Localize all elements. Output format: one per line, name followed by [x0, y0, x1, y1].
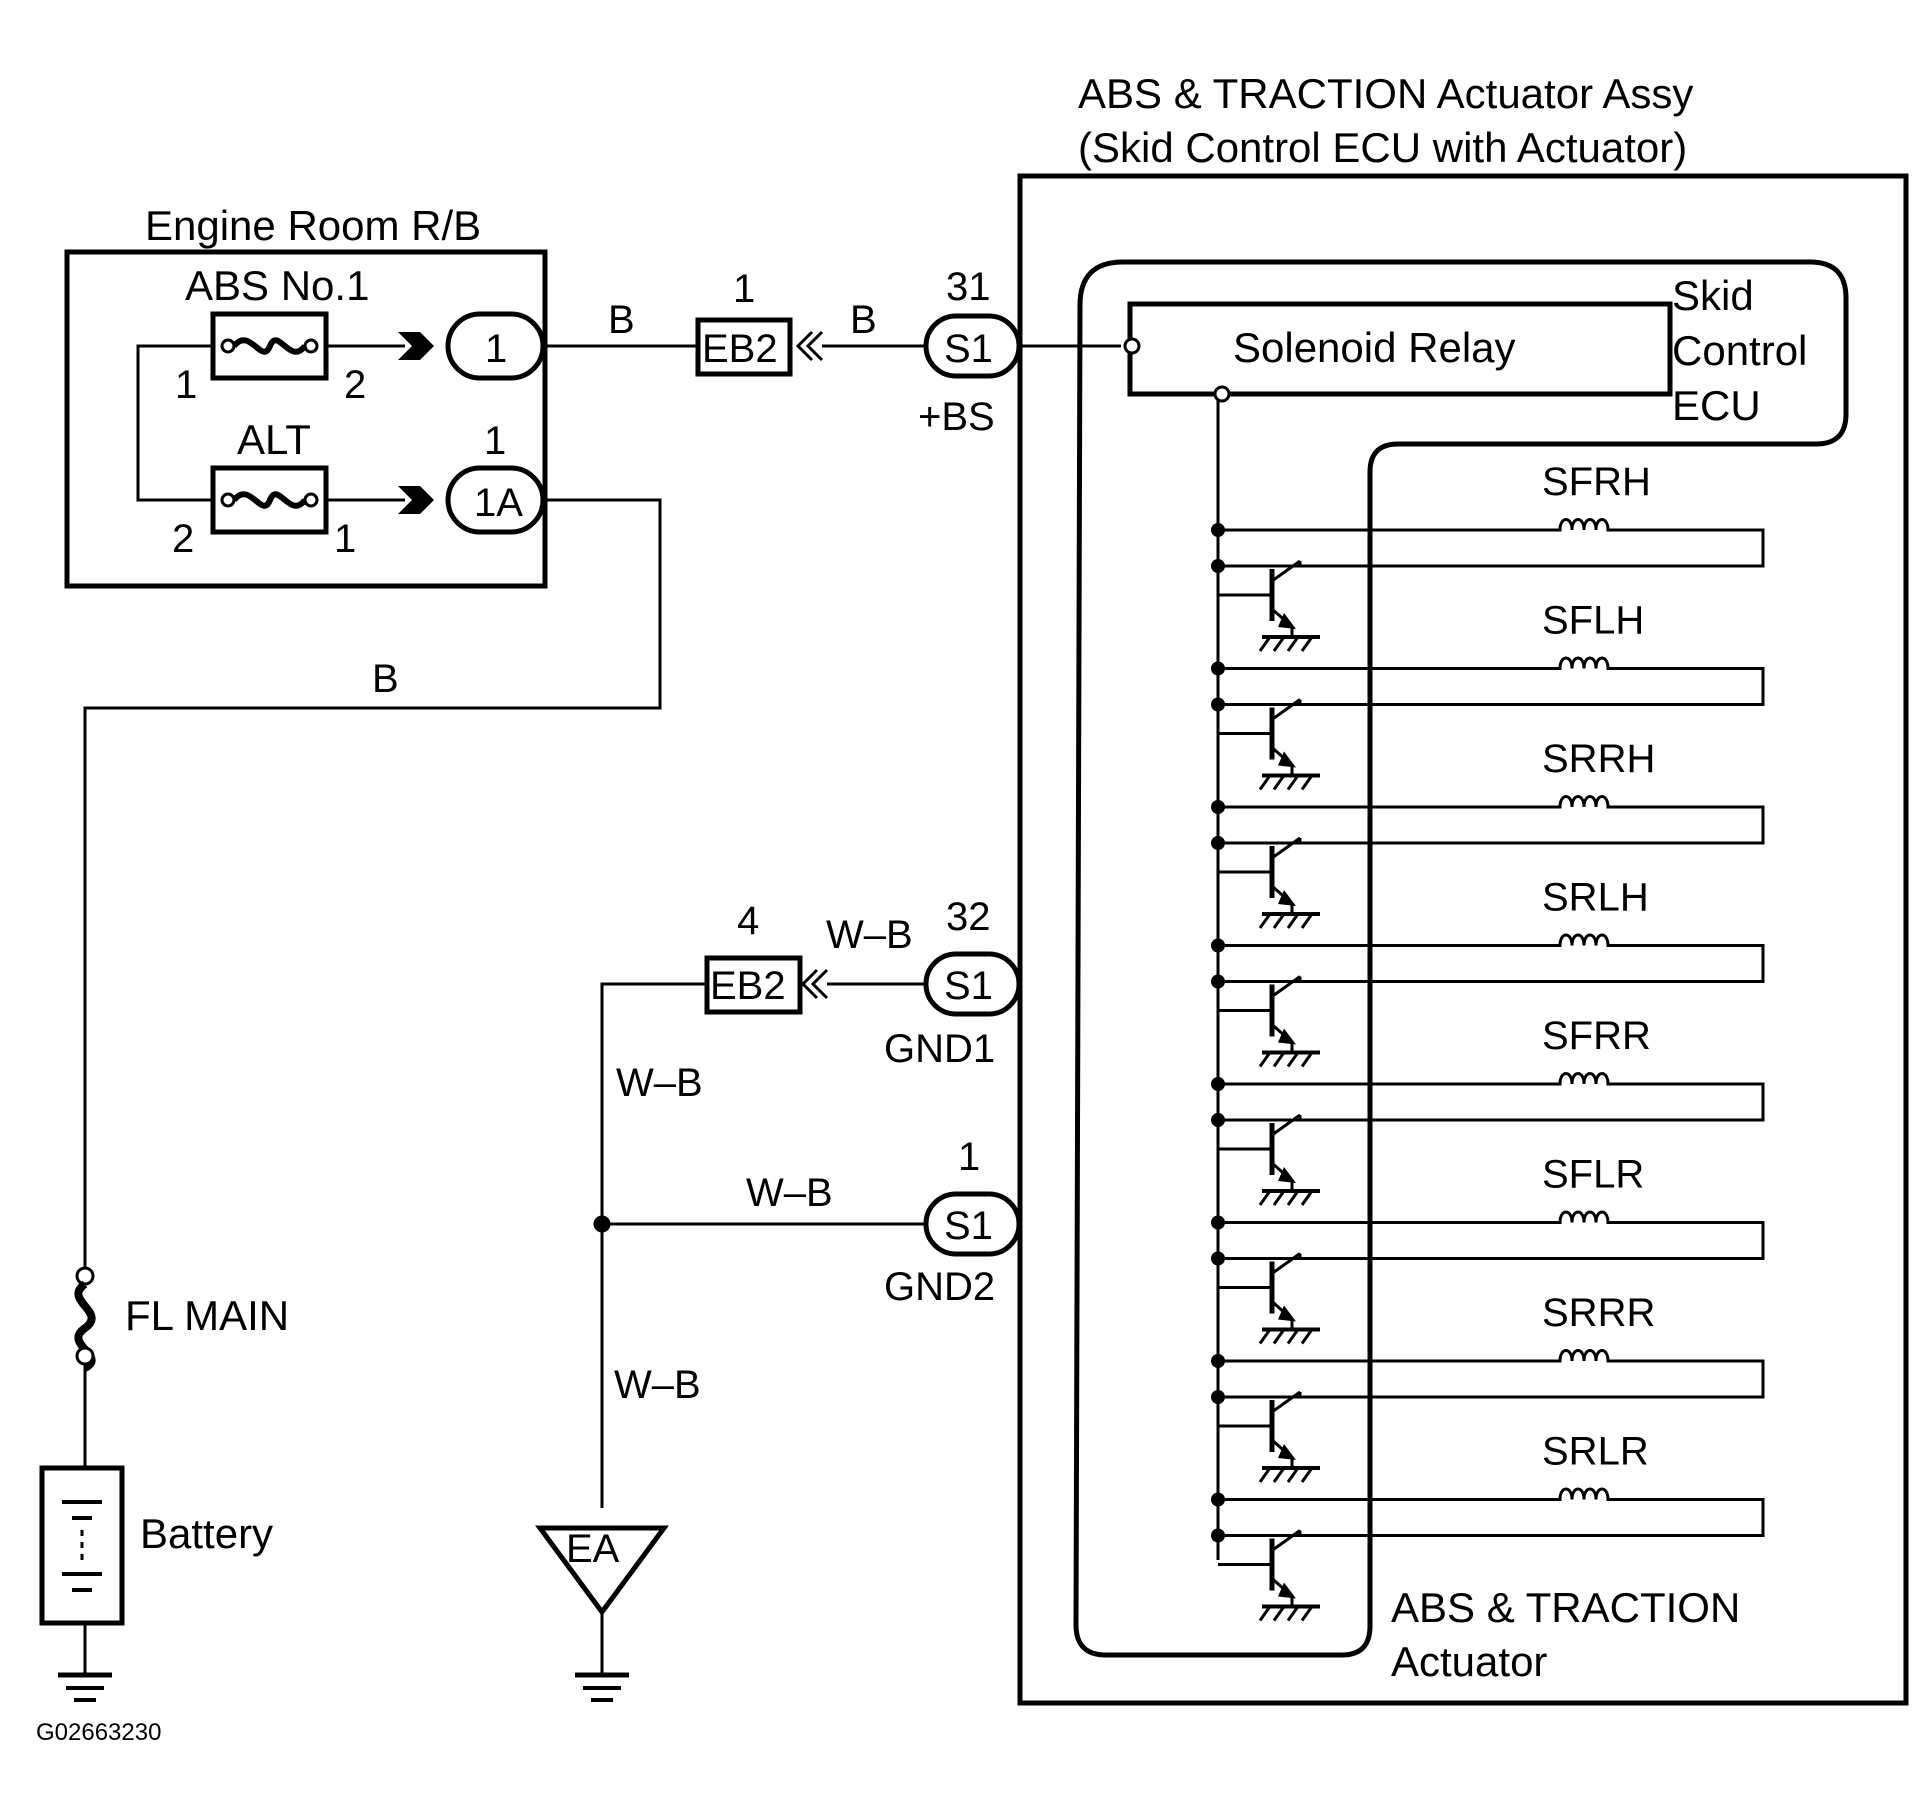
wire-wb-1-label: W–B: [826, 913, 913, 957]
actuator-assy-title-2: (Skid Control ECU with Actuator): [1078, 124, 1687, 171]
solenoid-row-srlr: SRLR: [1211, 1430, 1765, 1537]
transistor-icon: [1211, 836, 1320, 929]
junction-dot: [1211, 661, 1225, 676]
s1-gnd2-pin: 1: [958, 1135, 980, 1179]
actuator-assy-frame: [1017, 173, 1909, 1706]
figure-code: G02663230: [36, 1719, 161, 1746]
transistor-icon: [1211, 559, 1320, 652]
solenoid-coil-icon: [1218, 1210, 1765, 1260]
actuator-assy-title-1: ABS & TRACTION Actuator Assy: [1078, 70, 1693, 117]
s1-gnd1-pin: 32: [946, 895, 991, 939]
fl-main-top-terminal: [75, 1266, 95, 1286]
transistor-icon: [1211, 1251, 1320, 1345]
battery-symbol: [39, 1465, 125, 1626]
solenoid-row-srrr: SRRR: [1211, 1291, 1765, 1399]
relay-box-frame: [64, 249, 548, 589]
wire-wb-2: [600, 982, 707, 1508]
wire-wb-4-label: W–B: [614, 1363, 701, 1407]
s1-gnd2-signal: GND2: [884, 1265, 995, 1309]
transistor-icon: [1211, 1528, 1320, 1622]
wire-wb-2-label: W–B: [616, 1061, 703, 1105]
solenoid-row-sflh: SFLH: [1211, 599, 1765, 706]
relay-box-title: Engine Room R/B: [145, 202, 481, 249]
solenoid-label: SRLH: [1542, 876, 1649, 920]
relay-conn-1a-label: 1A: [474, 481, 523, 525]
solenoid-coil-icon: [1218, 795, 1765, 845]
solenoid-row-sfrh: SFRH: [1211, 460, 1765, 568]
abs-no1-fuse-label: ABS No.1: [185, 262, 369, 309]
junction-dot: [1211, 938, 1225, 953]
junction-dot: [1211, 1354, 1225, 1368]
transistor-icon: [1211, 1113, 1320, 1206]
connector-arrow: [398, 486, 434, 514]
s1-bs-signal: +BS: [918, 395, 995, 439]
solenoid-coil-icon: [1218, 656, 1765, 706]
solenoid-label: SFRH: [1542, 460, 1651, 504]
eb2-bottom-pin: 4: [737, 899, 759, 943]
solenoid-relay-label: Solenoid Relay: [1233, 324, 1516, 371]
solenoid-label: SFLH: [1542, 599, 1644, 643]
junction-dot: [1211, 1215, 1225, 1230]
solenoid-label: SRRR: [1542, 1291, 1655, 1335]
eb2-top-label: EB2: [702, 327, 778, 371]
solenoid-row-srrh: SRRH: [1211, 737, 1765, 845]
ecu-label-3: ECU: [1672, 382, 1761, 429]
actuator-label-1: ABS & TRACTION: [1391, 1584, 1740, 1631]
transistor-icon: [1211, 974, 1320, 1068]
fl-main-bottom-terminal: [75, 1346, 95, 1366]
junction-dot: [1211, 1492, 1225, 1507]
wire-b-3-label: B: [372, 657, 399, 701]
solenoid-label: SFRR: [1542, 1014, 1651, 1058]
solenoid-coil-icon: [1218, 1349, 1765, 1399]
relay-conn-1-label: 1: [485, 327, 507, 371]
solenoid-row-sflr: SFLR: [1211, 1153, 1765, 1260]
s1-gnd2-label: S1: [944, 1204, 993, 1248]
solenoid-row-srlh: SRLH: [1211, 876, 1765, 983]
alt-pin-right: 1: [334, 517, 356, 561]
s1-bs-label: S1: [944, 327, 993, 371]
solenoid-coil-icon: [1218, 1487, 1765, 1537]
solenoid-label: SRLR: [1542, 1430, 1649, 1474]
wire-b-1-label: B: [608, 298, 635, 342]
ground-ea-label: EA: [566, 1527, 620, 1571]
relay-output-terminal: [1213, 385, 1231, 403]
ground-ea-triangle: [535, 1525, 669, 1617]
solenoid-coil-icon: [1218, 933, 1765, 983]
wire-wb-3-label: W–B: [746, 1171, 833, 1215]
junction-dot: [1211, 800, 1225, 814]
alt-pin-left: 2: [172, 517, 194, 561]
eb2-top-pin: 1: [733, 267, 755, 311]
s1-bs-pin: 31: [946, 265, 991, 309]
alt-fuse-label: ALT: [237, 416, 311, 463]
solenoid-coil-icon: [1218, 518, 1765, 568]
abs-no1-pin-right: 2: [344, 363, 366, 407]
actuator-label-2: Actuator: [1391, 1638, 1547, 1685]
solenoid-row-sfrr: SFRR: [1211, 1014, 1765, 1122]
relay-conn-1a-pin: 1: [484, 419, 506, 463]
ecu-label-2: Control: [1672, 327, 1807, 374]
solenoid-label: SFLR: [1542, 1153, 1644, 1197]
solenoid-label: SRRH: [1542, 737, 1655, 781]
eb2-top-connector: [695, 317, 793, 377]
connector-arrow: [398, 332, 434, 360]
s1-gnd1-label: S1: [944, 964, 993, 1008]
abs-no1-pin-left: 1: [175, 363, 197, 407]
junction-dot: [593, 1215, 611, 1233]
junction-dot: [1211, 523, 1225, 537]
eb2-bottom-label: EB2: [710, 964, 786, 1008]
battery-label: Battery: [140, 1510, 273, 1557]
wire-b-3: [83, 498, 662, 1270]
skid-control-ecu-outline: [1073, 259, 1849, 1658]
relay-box-loop-wire: [136, 344, 213, 502]
fl-main-label: FL MAIN: [125, 1292, 289, 1339]
wire-b-2-label: B: [850, 298, 877, 342]
s1-gnd1-signal: GND1: [884, 1027, 995, 1071]
relay-input-terminal: [1123, 337, 1141, 355]
junction-dot: [1211, 1077, 1225, 1091]
transistor-icon: [1211, 1390, 1320, 1483]
transistor-icon: [1211, 697, 1320, 791]
ecu-label-1: Skid: [1672, 272, 1754, 319]
solenoid-coil-icon: [1218, 1072, 1765, 1122]
